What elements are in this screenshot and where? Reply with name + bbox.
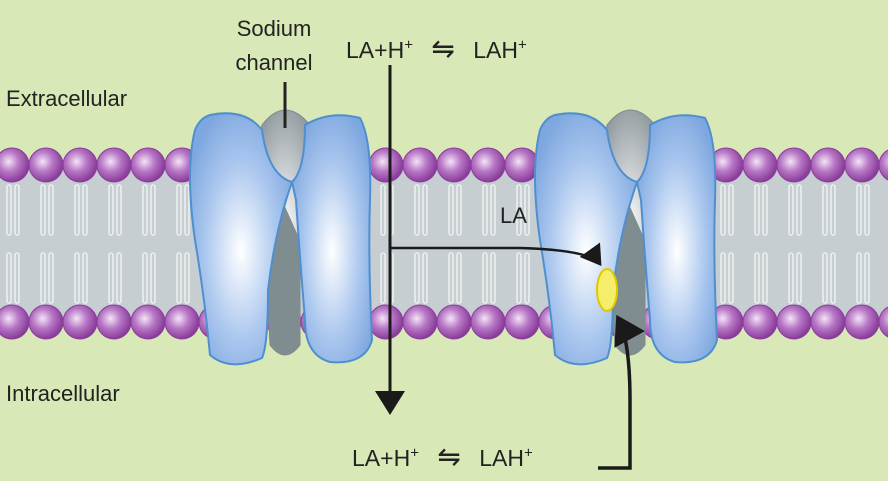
sodium-channel-label: Sodium channel xyxy=(222,12,326,80)
equation-extracellular: LA+H+ ⇋ LAH+ xyxy=(346,32,527,65)
eq-left: LA+H xyxy=(346,37,405,63)
lipid-head xyxy=(368,304,404,340)
equilibrium-arrows: ⇋ xyxy=(437,441,461,472)
lipid-head xyxy=(742,147,778,183)
la-label: LA xyxy=(500,203,527,228)
label-line: Sodium xyxy=(236,16,312,41)
eq-left: LA+H xyxy=(352,445,411,471)
lipid-head xyxy=(436,304,472,340)
lipid-head xyxy=(0,304,30,340)
lipid-head xyxy=(470,147,506,183)
lipid-head xyxy=(810,147,846,183)
eq-right: LAH xyxy=(473,37,518,63)
lipid-head xyxy=(436,147,472,183)
extracellular-label: Extracellular xyxy=(6,86,128,111)
lipid-head xyxy=(164,304,200,340)
lipid-head xyxy=(96,304,132,340)
lipid-head xyxy=(96,147,132,183)
lipid-head xyxy=(130,147,166,183)
lipid-head xyxy=(402,304,438,340)
label-line: channel xyxy=(235,50,313,75)
lah-to-site-arrow xyxy=(598,314,646,470)
intracellular-label: Intracellular xyxy=(6,381,120,406)
sodium-channel-right xyxy=(534,109,719,366)
eq-charge: + xyxy=(523,444,533,462)
equation-intracellular: LA+H+ ⇋ LAH+ xyxy=(352,440,533,473)
eq-charge: + xyxy=(410,444,419,462)
lipid-head xyxy=(878,306,888,338)
lipid-head xyxy=(28,304,64,340)
lipid-head xyxy=(368,147,404,183)
lipid-head xyxy=(844,147,880,183)
lipid-head xyxy=(28,147,64,183)
lipid-head xyxy=(504,147,540,183)
lipid-head xyxy=(742,304,778,340)
lipid-tails xyxy=(0,165,888,323)
sodium-channel-left xyxy=(189,109,374,366)
eq-charge: + xyxy=(517,36,527,54)
eq-right: LAH xyxy=(479,445,524,471)
lipid-head xyxy=(0,147,30,183)
lipid-head xyxy=(470,304,506,340)
lipid-head xyxy=(504,304,540,340)
binding-site xyxy=(596,268,618,312)
lipid-head xyxy=(62,147,98,183)
lipid-head xyxy=(62,304,98,340)
lipid-head xyxy=(878,149,888,181)
lipid-head xyxy=(810,304,846,340)
eq-charge: + xyxy=(404,36,413,54)
lipid-head xyxy=(130,304,166,340)
la-to-site-arrow xyxy=(390,242,602,267)
equilibrium-arrows: ⇋ xyxy=(431,33,455,64)
lipid-head xyxy=(776,304,812,340)
lipid-head xyxy=(776,147,812,183)
lipid-head xyxy=(402,147,438,183)
lipid-head xyxy=(844,304,880,340)
